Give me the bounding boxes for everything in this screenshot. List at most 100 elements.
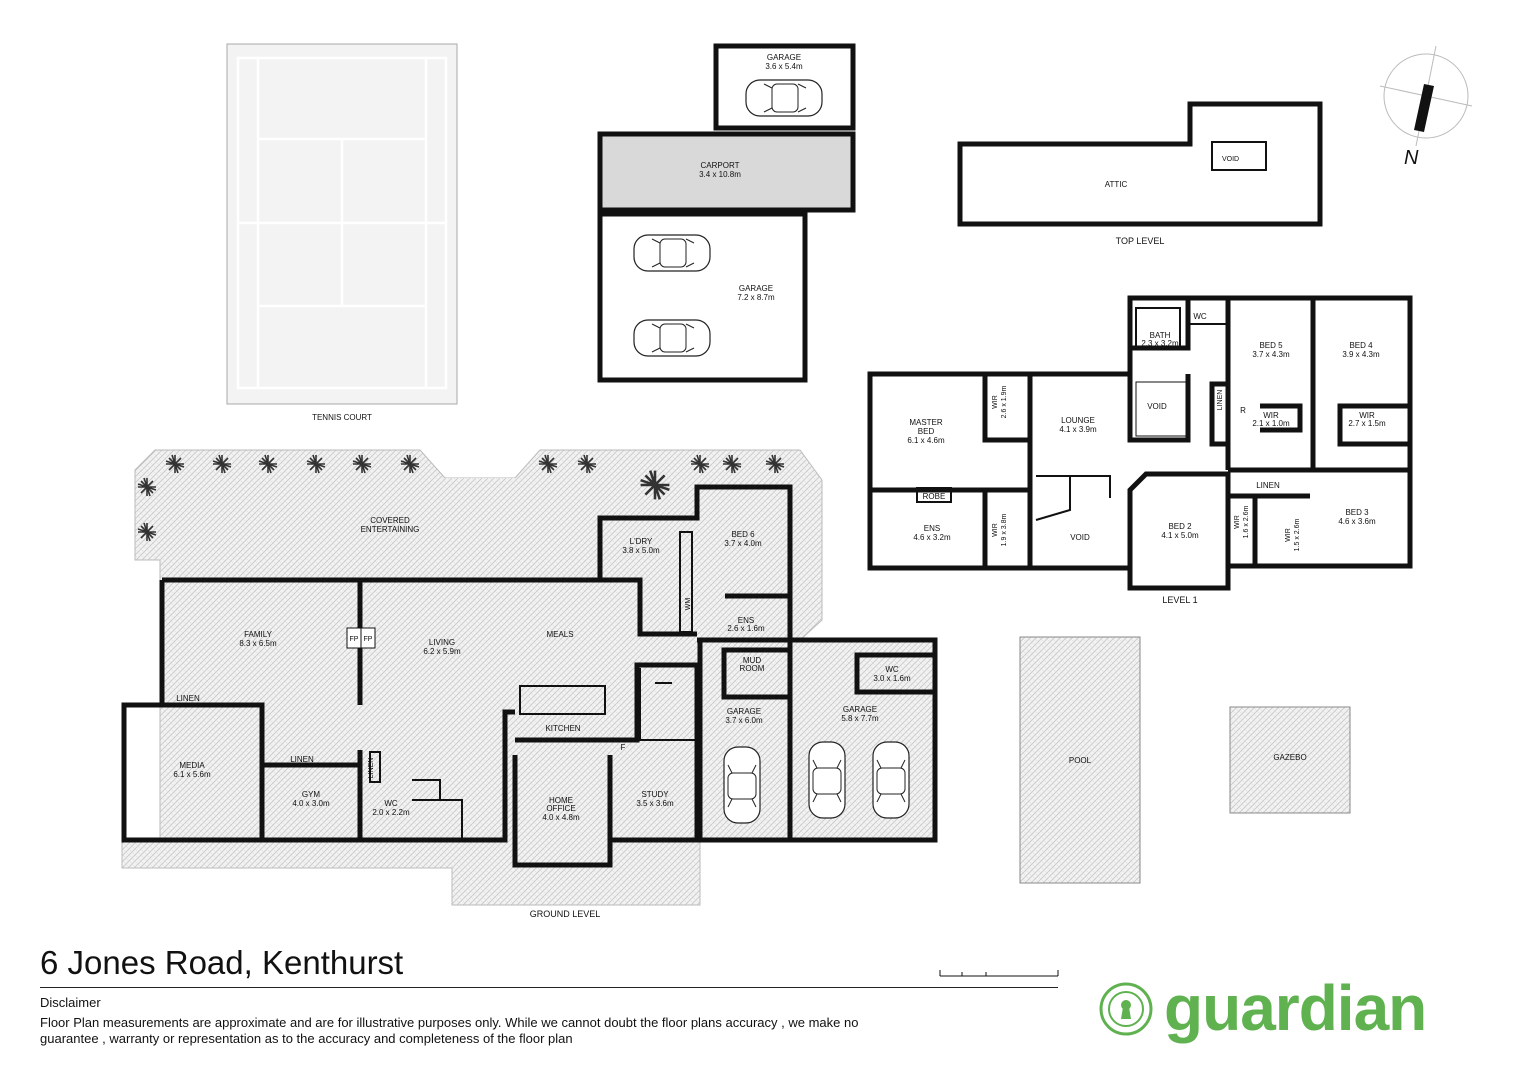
- level-1: MASTER BED 6.1 x 4.6m WIR 2.6 x 1.9m LOU…: [867, 295, 1413, 605]
- wc-l1: WC: [1193, 312, 1207, 321]
- robe-r: R: [1240, 406, 1246, 415]
- covered-entertaining-1: COVERED: [370, 516, 410, 525]
- wir-bed5-name: WIR: [1263, 411, 1279, 420]
- gazebo: GAZEBO: [1229, 706, 1351, 814]
- linen-family: LINEN: [176, 694, 200, 703]
- ens-l1-name: ENS: [924, 524, 940, 533]
- bed2-name: BED 2: [1168, 522, 1192, 531]
- lounge-name: LOUNGE: [1061, 416, 1095, 425]
- ground-level: COVERED ENTERTAINING FAMILY 8.3 x 6.5m F…: [121, 449, 938, 919]
- media-dim: 6.1 x 5.6m: [173, 770, 211, 779]
- fireplace-right: FP: [364, 636, 373, 643]
- gym-name: GYM: [302, 790, 321, 799]
- meals-name: MEALS: [546, 630, 573, 639]
- void-l1b: VOID: [1070, 533, 1090, 542]
- pool-label: POOL: [1069, 756, 1092, 765]
- void-l1a: VOID: [1147, 402, 1167, 411]
- garage-single-dim: 3.6 x 5.4m: [765, 62, 803, 71]
- bed5-dim: 3.7 x 4.3m: [1252, 350, 1290, 359]
- garage-double-top-dim: 7.2 x 8.7m: [737, 293, 775, 302]
- garage-left-name: GARAGE: [727, 707, 761, 716]
- level1-label: LEVEL 1: [1162, 595, 1197, 605]
- bed6-name: BED 6: [731, 530, 755, 539]
- wc-ground-name: WC: [384, 799, 398, 808]
- divider: [40, 987, 1058, 988]
- brand-logo: guardian: [1094, 972, 1504, 1055]
- living-dim: 6.2 x 5.9m: [423, 647, 461, 656]
- disclaimer-text: Floor Plan measurements are approximate …: [40, 1015, 859, 1046]
- gazebo-label: GAZEBO: [1273, 753, 1306, 762]
- wir-bed4-name: WIR: [1359, 411, 1375, 420]
- top-level: VOID ATTIC TOP LEVEL: [957, 101, 1323, 246]
- bed3-dim: 4.6 x 3.6m: [1338, 517, 1376, 526]
- mud-room-2: ROOM: [740, 664, 765, 673]
- compass-north-label: N: [1404, 147, 1419, 169]
- bed6-dim: 3.7 x 4.0m: [724, 539, 762, 548]
- family-name: FAMILY: [244, 630, 273, 639]
- garage-right-name: GARAGE: [843, 705, 877, 714]
- home-office-2: OFFICE: [546, 804, 575, 813]
- laundry-name: L'DRY: [630, 537, 653, 546]
- media-name: MEDIA: [179, 761, 205, 770]
- linen-bed3: LINEN: [1256, 481, 1280, 490]
- kitchen-name: KITCHEN: [545, 724, 580, 733]
- disclaimer-title: Disclaimer: [40, 995, 101, 1010]
- garage-left-dim: 3.7 x 6.0m: [725, 716, 763, 725]
- brand-name: guardian: [1164, 972, 1427, 1044]
- linen-l1: LINEN: [1217, 390, 1224, 411]
- attic-label: ATTIC: [1105, 180, 1128, 189]
- covered-entertaining-2: ENTERTAINING: [361, 525, 420, 534]
- wir-bed3-name: WIR: [1285, 528, 1292, 542]
- bed5-name: BED 5: [1259, 341, 1283, 350]
- top-level-label: TOP LEVEL: [1116, 236, 1165, 246]
- linen-gym: LINEN: [290, 755, 314, 764]
- home-office-1: HOME: [549, 796, 573, 805]
- family-dim: 8.3 x 6.5m: [239, 639, 277, 648]
- ens-ground-name: ENS: [738, 616, 754, 625]
- wir-ens-name: WIR: [992, 523, 999, 537]
- void-top-label: VOID: [1222, 156, 1239, 163]
- linen-wc: LINEN: [368, 758, 375, 779]
- wir-bed5-dim: 2.1 x 1.0m: [1252, 419, 1290, 428]
- mud-room-1: MUD: [743, 656, 761, 665]
- ens-l1-dim: 4.6 x 3.2m: [913, 533, 951, 542]
- wir-bed4-dim: 2.7 x 1.5m: [1348, 419, 1386, 428]
- tennis-court: TENNIS COURT: [226, 43, 458, 422]
- bed4-dim: 3.9 x 4.3m: [1342, 350, 1380, 359]
- bed2-dim: 4.1 x 5.0m: [1161, 531, 1199, 540]
- pool: POOL: [1019, 636, 1141, 884]
- wc-ground-dim: 2.0 x 2.2m: [372, 808, 410, 817]
- carport-dim: 3.4 x 10.8m: [699, 170, 741, 179]
- bath-dim: 2.3 x 3.2m: [1141, 339, 1179, 348]
- property-address: 6 Jones Road, Kenthurst: [40, 944, 404, 981]
- compass-icon: N: [1379, 45, 1473, 169]
- wc-garage-dim: 3.0 x 1.6m: [873, 674, 911, 683]
- garage-double-top-name: GARAGE: [739, 284, 773, 293]
- home-office-dim: 4.0 x 4.8m: [542, 813, 580, 822]
- fireplace-left: FP: [350, 636, 359, 643]
- fridge-label: F: [621, 743, 626, 752]
- garage-right-dim: 5.8 x 7.7m: [841, 714, 879, 723]
- tennis-court-label: TENNIS COURT: [312, 413, 372, 422]
- wir-bed2-name: WIR: [1234, 515, 1241, 529]
- wir-master-name: WIR: [992, 395, 999, 409]
- master-bed-1: MASTER: [909, 418, 943, 427]
- gym-dim: 4.0 x 3.0m: [292, 799, 330, 808]
- bath-name: BATH: [1150, 331, 1171, 340]
- ens-ground-dim: 2.6 x 1.6m: [727, 624, 765, 633]
- bed3-name: BED 3: [1345, 508, 1369, 517]
- wir-bed3-dim: 1.5 x 2.6m: [1294, 518, 1301, 551]
- wc-garage-name: WC: [885, 665, 899, 674]
- garage-block-top: GARAGE 3.6 x 5.4m CARPORT 3.4 x 10.8m GA…: [597, 43, 856, 383]
- wir-master-dim: 2.6 x 1.9m: [1001, 385, 1008, 418]
- robe-label: ROBE: [923, 492, 946, 501]
- master-bed-dim: 6.1 x 4.6m: [907, 436, 945, 445]
- keyhole-icon: [1099, 982, 1153, 1036]
- lounge-dim: 4.1 x 3.9m: [1059, 425, 1097, 434]
- carport-name: CARPORT: [701, 161, 740, 170]
- living-name: LIVING: [429, 638, 455, 647]
- washing-machine: WM: [685, 598, 692, 611]
- study-name: STUDY: [641, 790, 669, 799]
- wir-ens-dim: 1.9 x 3.8m: [1001, 513, 1008, 546]
